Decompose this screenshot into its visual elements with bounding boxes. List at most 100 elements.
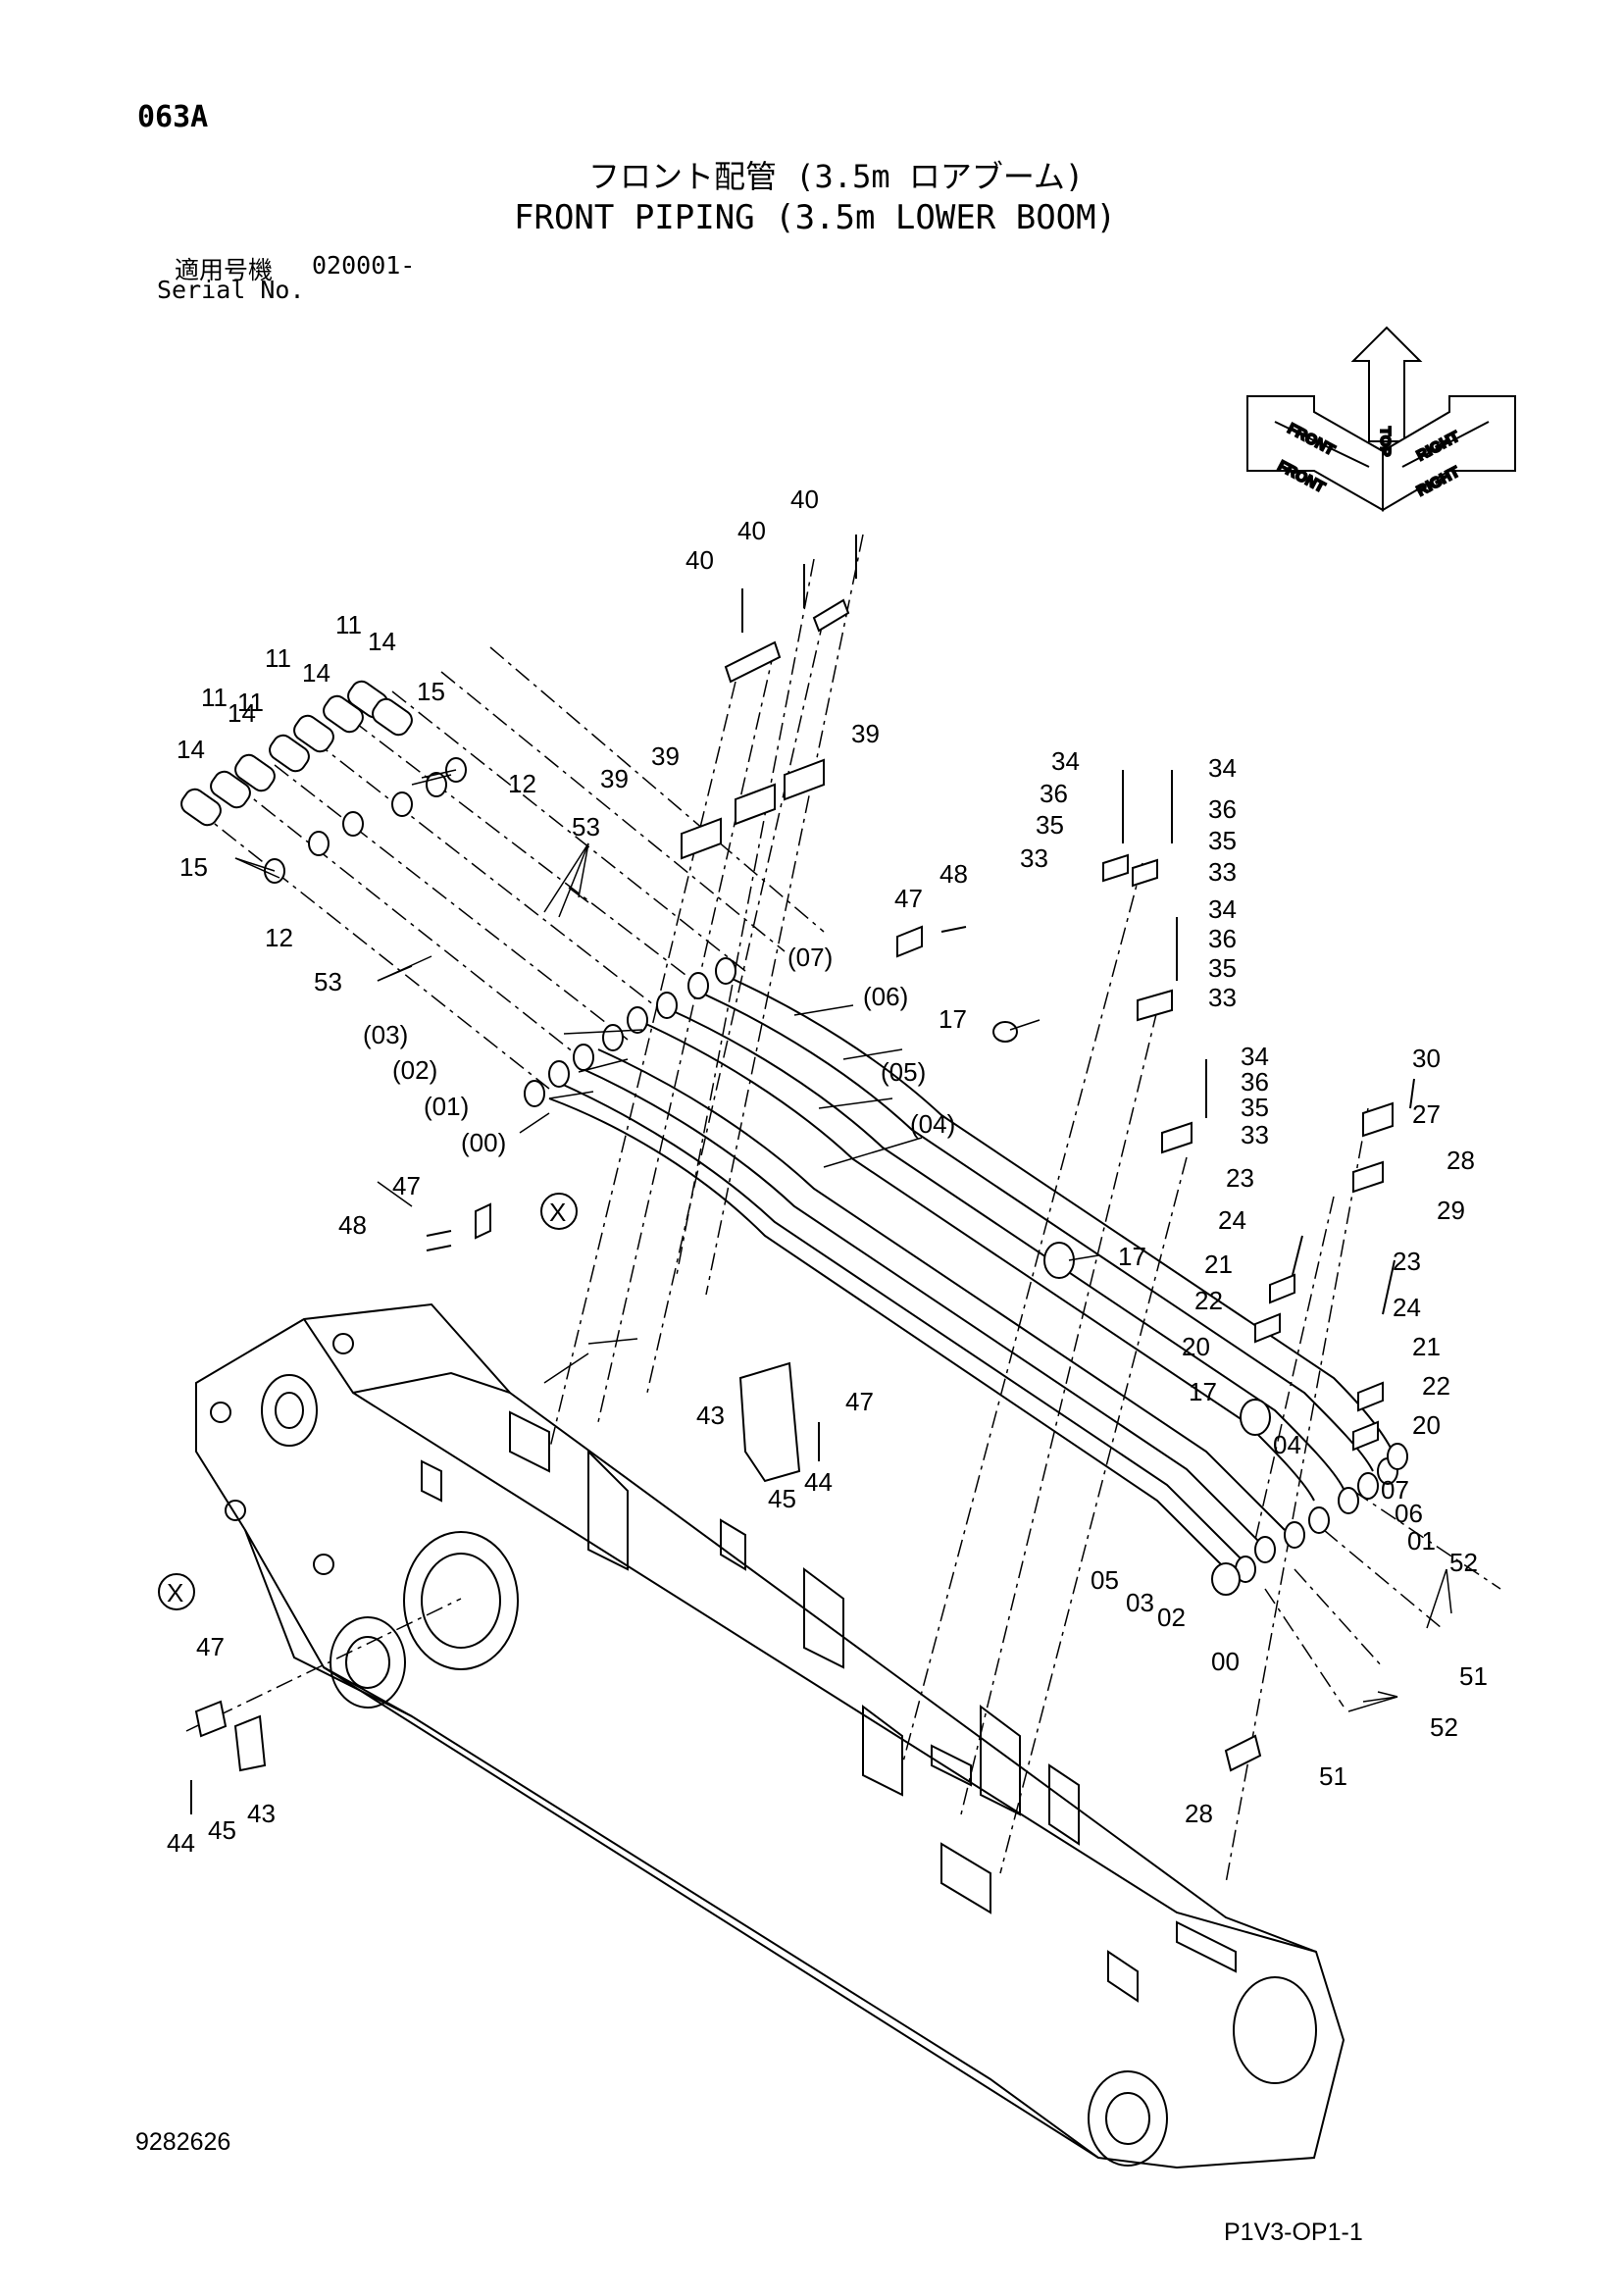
assembly-lines [185, 534, 1501, 1884]
callout-label: 05 [1091, 1565, 1119, 1595]
callout-label: 15 [179, 852, 208, 882]
title-english: FRONT PIPING (3.5m LOWER BOOM) [514, 198, 1117, 237]
callout-label: 23 [1393, 1247, 1421, 1276]
callout-label: 52 [1449, 1548, 1478, 1577]
clamps-brackets [194, 598, 1394, 1772]
callout-label: 21 [1204, 1250, 1233, 1279]
callout-label: 33 [1208, 857, 1237, 887]
callout-label: 36 [1241, 1067, 1269, 1097]
callout-label: 34 [1051, 746, 1080, 776]
callout-label: 14 [368, 627, 396, 656]
callout-label: 47 [196, 1632, 225, 1661]
callout-label: 51 [1459, 1661, 1488, 1691]
callout-labels: 40 40 40 11 14 11 14 11 14 11 14 15 12 1… [167, 485, 1488, 1858]
callout-label: (07) [787, 943, 833, 972]
callout-label: 48 [939, 859, 968, 889]
callout-label: 03 [1126, 1588, 1154, 1617]
callout-label: 11 [201, 683, 228, 712]
callout-label: 24 [1218, 1205, 1246, 1235]
callout-label: 36 [1208, 794, 1237, 824]
serial-number: 020001- [312, 251, 416, 280]
page-code: 063A [137, 100, 209, 134]
callout-label: 43 [696, 1401, 725, 1430]
callout-label: 44 [804, 1467, 833, 1497]
callout-label: 34 [1241, 1042, 1269, 1071]
detail-x-label: X [549, 1198, 566, 1227]
callout-label: 35 [1241, 1093, 1269, 1122]
callout-label: 47 [894, 884, 923, 913]
callout-label: 35 [1208, 953, 1237, 983]
callout-label: (02) [392, 1055, 437, 1085]
sheet-code: P1V3-OP1-1 [1224, 2219, 1363, 2246]
callout-label: 14 [177, 735, 205, 764]
callout-label: 17 [1189, 1377, 1217, 1406]
callout-label: 48 [338, 1210, 367, 1240]
callout-label: 02 [1157, 1603, 1186, 1632]
callout-label: 14 [228, 698, 256, 728]
callout-label: 24 [1393, 1293, 1421, 1322]
detail-x-label: X [167, 1578, 183, 1607]
callout-label: 34 [1208, 894, 1237, 924]
callout-label: 52 [1430, 1712, 1458, 1742]
callout-label: 28 [1185, 1799, 1213, 1828]
callout-label: 17 [939, 1004, 967, 1034]
callout-label: 11 [237, 688, 264, 717]
callout-label: 39 [600, 764, 629, 793]
callout-label: 20 [1182, 1332, 1210, 1361]
callout-label: 35 [1036, 810, 1064, 840]
callout-label: 33 [1020, 843, 1048, 873]
callout-label: 45 [768, 1484, 796, 1513]
callout-label: 27 [1412, 1099, 1441, 1129]
callout-label: 12 [508, 769, 536, 798]
callout-label: 00 [1211, 1647, 1240, 1676]
callout-label: 14 [302, 658, 330, 688]
detail-x-markers: X X [158, 1193, 578, 1610]
callout-label: 30 [1412, 1044, 1441, 1073]
leader-lines [234, 769, 1452, 1712]
callout-label: (01) [424, 1092, 469, 1121]
callout-label: (03) [363, 1020, 408, 1049]
callout-label: 33 [1241, 1120, 1269, 1149]
orientation-label: TOP [1377, 427, 1394, 457]
callout-label: 47 [392, 1171, 421, 1200]
callout-label: 11 [265, 643, 291, 673]
callout-label: 47 [845, 1387, 874, 1416]
callout-label: 20 [1412, 1410, 1441, 1440]
bolts [190, 535, 1415, 1814]
callout-label: 39 [651, 741, 680, 771]
callout-label: 40 [790, 485, 819, 514]
callout-label: 15 [417, 677, 445, 706]
callout-label: 22 [1422, 1371, 1450, 1401]
callout-label: (06) [863, 982, 908, 1011]
callout-label: 51 [1319, 1761, 1347, 1791]
serial-label-japanese: 適用号機 [175, 256, 274, 284]
callout-label: 01 [1407, 1526, 1436, 1556]
callout-label: (04) [910, 1109, 955, 1139]
title-japanese: フロント配管 (3.5m ロアブーム) [588, 158, 1085, 195]
callout-label: 12 [265, 923, 293, 952]
callout-label: 35 [1208, 826, 1237, 855]
drawing-number: 9282626 [135, 2128, 231, 2156]
callout-label: 11 [335, 610, 362, 639]
hydraulic-pipes [548, 975, 1394, 1580]
callout-label: 23 [1226, 1163, 1254, 1193]
callout-label: 33 [1208, 983, 1237, 1012]
callout-label: 53 [572, 812, 600, 842]
serial-label-english: Serial No. [157, 276, 305, 304]
callout-label: (05) [881, 1057, 926, 1087]
callout-label: 44 [167, 1828, 195, 1858]
callout-label: 39 [851, 719, 880, 748]
callout-label: 07 [1381, 1475, 1409, 1505]
orientation-indicator: TOP FRONT FRONT RIGHT RIGHT [1246, 326, 1516, 512]
callout-label: 36 [1040, 779, 1068, 808]
callout-label: 17 [1118, 1242, 1146, 1271]
callout-label: 29 [1437, 1196, 1465, 1225]
callout-label: 21 [1412, 1332, 1441, 1361]
callout-label: 53 [314, 967, 342, 996]
callout-label: (00) [461, 1128, 506, 1157]
callout-label: 06 [1395, 1499, 1423, 1528]
lower-boom [195, 1302, 1345, 2169]
callout-label: 04 [1273, 1430, 1301, 1459]
pipe-fittings [524, 957, 1408, 1583]
